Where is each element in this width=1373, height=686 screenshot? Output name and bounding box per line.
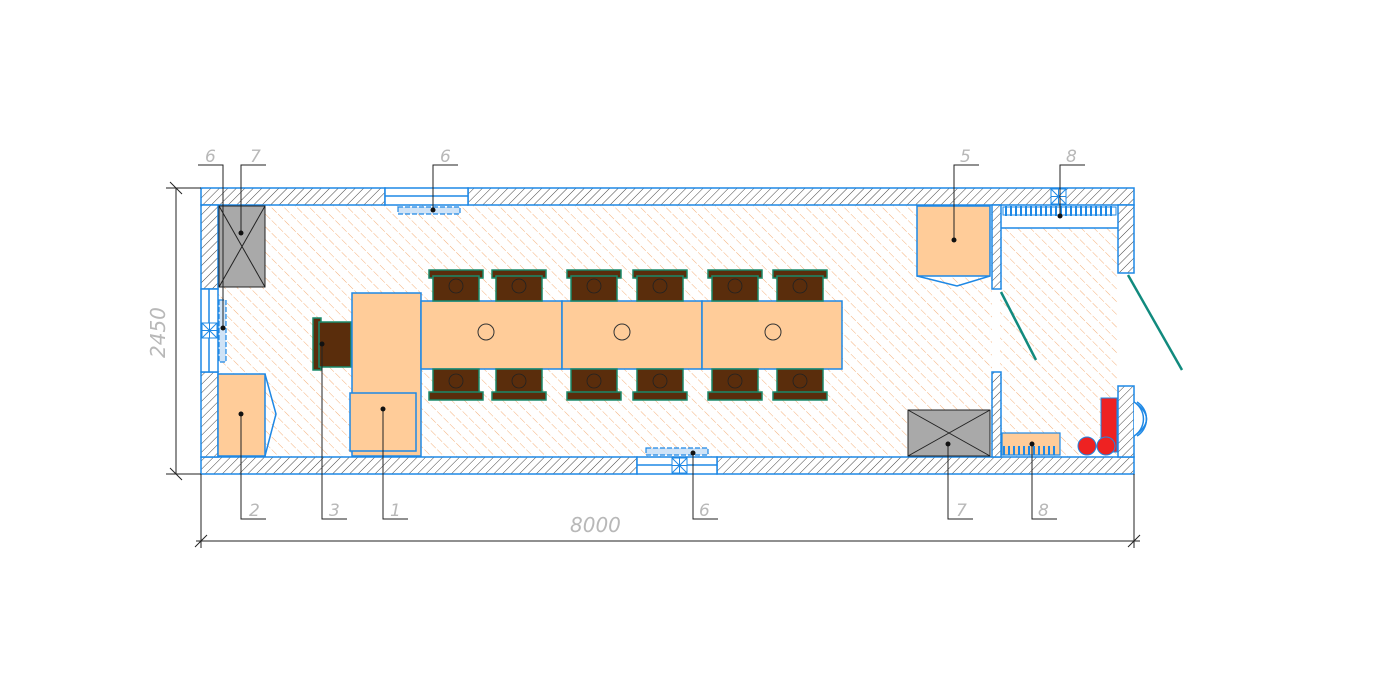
walls: [200, 187, 1135, 475]
callout-top-1: 6: [205, 147, 216, 167]
exterior-lamp: [1133, 401, 1148, 437]
desk: [349, 292, 422, 457]
height-dimension-label: 2450: [146, 307, 170, 358]
doors: [999, 274, 1184, 371]
radiator-top: [397, 206, 461, 215]
chair: [632, 269, 688, 302]
radiators: [201, 188, 1067, 474]
callout-leaders: [198, 164, 1085, 520]
chair: [707, 269, 763, 302]
chair: [428, 269, 484, 302]
chair: [566, 368, 622, 401]
extinguisher-icon: [1077, 436, 1097, 456]
callout-bottom-6: 8: [1038, 501, 1049, 521]
chair: [491, 368, 547, 401]
door-leaf-interior: [999, 291, 1038, 361]
callout-bottom-3: 1: [390, 501, 401, 521]
chair: [566, 269, 622, 302]
dimension-lines: [166, 181, 1141, 548]
chair: [491, 269, 547, 302]
callout-bottom-5: 7: [956, 501, 967, 521]
callout-dots: [220, 207, 1063, 456]
callout-bottom-2: 3: [329, 501, 340, 521]
callout-top-2: 7: [250, 147, 261, 167]
fan-icon: [201, 188, 1067, 474]
chair: [772, 269, 828, 302]
chair-head: [312, 317, 352, 371]
equipment-boxes: [218, 205, 991, 457]
conference-table: [420, 300, 843, 370]
callout-top-3: 6: [440, 147, 451, 167]
callout-top-5: 8: [1066, 147, 1077, 167]
table-chairs: [428, 269, 828, 401]
chair: [772, 368, 828, 401]
width-dimension-label: 8000: [570, 513, 621, 537]
callout-bottom-1: 2: [249, 501, 260, 521]
fire-equipment: [1077, 397, 1118, 456]
callout-top-4: 5: [960, 147, 971, 167]
chair: [707, 368, 763, 401]
radiator-bottom: [645, 447, 709, 456]
callout-bottom-4: 6: [699, 501, 710, 521]
chair: [632, 368, 688, 401]
chair: [428, 368, 484, 401]
door-leaf-exterior: [1126, 274, 1184, 371]
